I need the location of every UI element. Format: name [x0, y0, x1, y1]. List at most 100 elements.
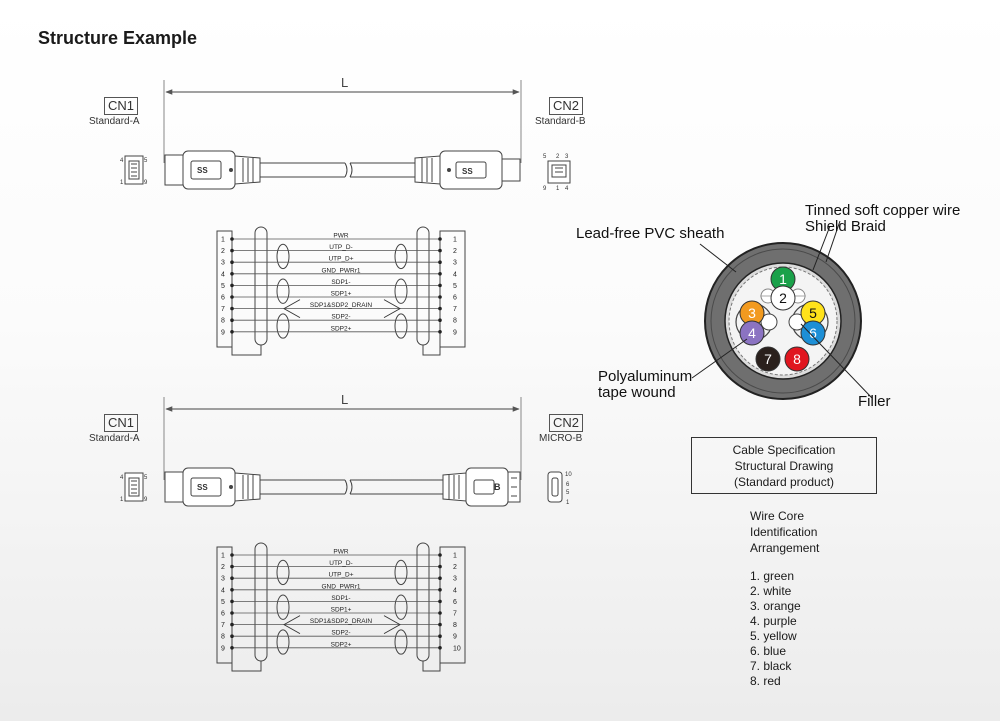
right-pin-number: 4	[453, 271, 457, 278]
pin-dot	[230, 634, 234, 638]
wire-core-6	[800, 320, 826, 346]
left-pin-number: 3	[221, 576, 225, 583]
list-item: 1. green	[750, 569, 795, 583]
cable1-length-label: L	[341, 75, 348, 90]
cable2-cn2-logo: B	[494, 482, 501, 492]
pin-dot	[230, 599, 234, 604]
twisted-pair	[394, 559, 408, 586]
pin-dot	[230, 248, 234, 253]
list-item: 4. purple	[750, 614, 797, 628]
left-pin-number: 5	[221, 599, 225, 606]
cable2-length-label: L	[341, 392, 348, 407]
pin-dot	[230, 283, 234, 288]
left-pin-number: 4	[221, 587, 225, 594]
cable1-cn2-pin: 4	[565, 186, 569, 192]
cable2-cn1-pin: 1	[120, 497, 124, 503]
right-pin-number: 1	[453, 553, 457, 560]
cable2-cn1-logo: SS	[197, 483, 208, 492]
page-title: Structure Example	[38, 28, 198, 48]
pin-dot	[230, 564, 234, 569]
callout-leaders	[691, 220, 873, 399]
signal-label: SDP1+	[331, 607, 352, 614]
right-pin-number: 9	[453, 634, 457, 641]
right-pin-number: 9	[453, 329, 457, 336]
signal-label: SDP2-	[331, 630, 350, 637]
pin-dot	[438, 611, 442, 615]
list-item: 5. yellow	[750, 629, 797, 643]
pin-dot	[230, 295, 234, 299]
cable2-cn2-pin: 6	[566, 482, 570, 488]
signal-label: SDP1&SDP2_DRAIN	[310, 302, 372, 309]
cable1-side-view	[124, 80, 571, 190]
pin-dot	[230, 622, 234, 627]
callout-sheath: Lead-free PVC sheath	[576, 225, 725, 242]
shield-loop	[254, 542, 268, 662]
pin-dot	[230, 237, 234, 241]
left-pin-number: 9	[221, 329, 225, 336]
left-pin-number: 5	[221, 283, 225, 290]
callout-braid: Shield Braid	[805, 218, 886, 235]
right-pin-number: 4	[453, 587, 457, 594]
signal-label: SDP2+	[331, 325, 352, 332]
twisted-pair	[276, 278, 290, 304]
shield-loop	[416, 226, 430, 346]
pin-dot	[438, 295, 442, 299]
right-pin-number: 7	[453, 306, 457, 313]
signal-label: PWR	[333, 233, 348, 240]
right-pin-number: 8	[453, 318, 457, 325]
wire-core-2	[770, 285, 796, 311]
right-pin-number: 2	[453, 248, 457, 255]
callout-copper: Tinned soft copper wire	[805, 202, 961, 219]
wire-core-4	[739, 320, 765, 346]
signal-label: SDP2-	[331, 314, 350, 321]
cable2-cn1-label: CN1	[104, 414, 139, 432]
left-pin-number: 8	[221, 634, 225, 641]
pin-dot	[438, 564, 442, 569]
signal-label: SDP1-	[331, 595, 350, 602]
wire-core-number: 8	[793, 351, 801, 367]
list-item: 6. blue	[750, 644, 787, 658]
right-pin-number: 6	[453, 295, 457, 302]
pin-dot	[230, 553, 234, 557]
wire-core-heading: Wire Core Identification Arrangement	[750, 508, 819, 556]
signal-label: UTP_D-	[329, 244, 352, 251]
pin-dot	[438, 260, 442, 265]
signal-label: PWR	[333, 549, 348, 556]
spec-line: Cable Specification	[732, 443, 836, 457]
cable2-cn2-type: MICRO-B	[539, 433, 583, 444]
cable2-cn1-type: Standard-A	[89, 433, 140, 444]
pin-dot	[230, 576, 234, 580]
signal-label: SDP1+	[331, 291, 352, 298]
shield-link	[231, 345, 262, 356]
twisted-pair	[394, 278, 408, 304]
wire-core-8	[784, 346, 810, 372]
twisted-pair	[276, 629, 290, 655]
left-pin-number: 6	[221, 295, 225, 302]
cable1-cn1-label: CN1	[104, 97, 139, 115]
right-pin-number: 6	[453, 599, 457, 606]
left-pin-number: 2	[221, 564, 225, 571]
heading-line: Identification	[750, 525, 818, 539]
wire-core-number: 6	[809, 325, 817, 341]
cable1-cn2-logo: SS	[462, 167, 473, 176]
cable1-cn2-pin: 2	[556, 154, 560, 160]
cable1-cn2-type: Standard-B	[535, 116, 586, 127]
cable2-cn1-pin: 4	[120, 475, 124, 481]
shield-loop	[416, 542, 430, 662]
shield-link	[422, 345, 441, 356]
left-pin-number: 3	[221, 260, 225, 267]
cable2-cn2-pin: 1	[566, 500, 570, 506]
left-pin-number: 1	[221, 553, 225, 560]
pin-dot	[230, 330, 234, 334]
wire-core-list: 1. green 2. white 3. orange 4. purple 5.…	[750, 569, 801, 689]
list-item: 2. white	[750, 584, 792, 598]
signal-label: UTP_D+	[328, 256, 353, 263]
signal-label: SDP1&SDP2_DRAIN	[310, 618, 372, 625]
list-item: 8. red	[750, 674, 781, 688]
right-pin-number: 3	[453, 260, 457, 267]
pin-dot	[438, 622, 442, 627]
pin-dot	[230, 646, 234, 650]
shield-loop	[254, 226, 268, 346]
cable2-cn2-pin: 5	[566, 490, 570, 496]
